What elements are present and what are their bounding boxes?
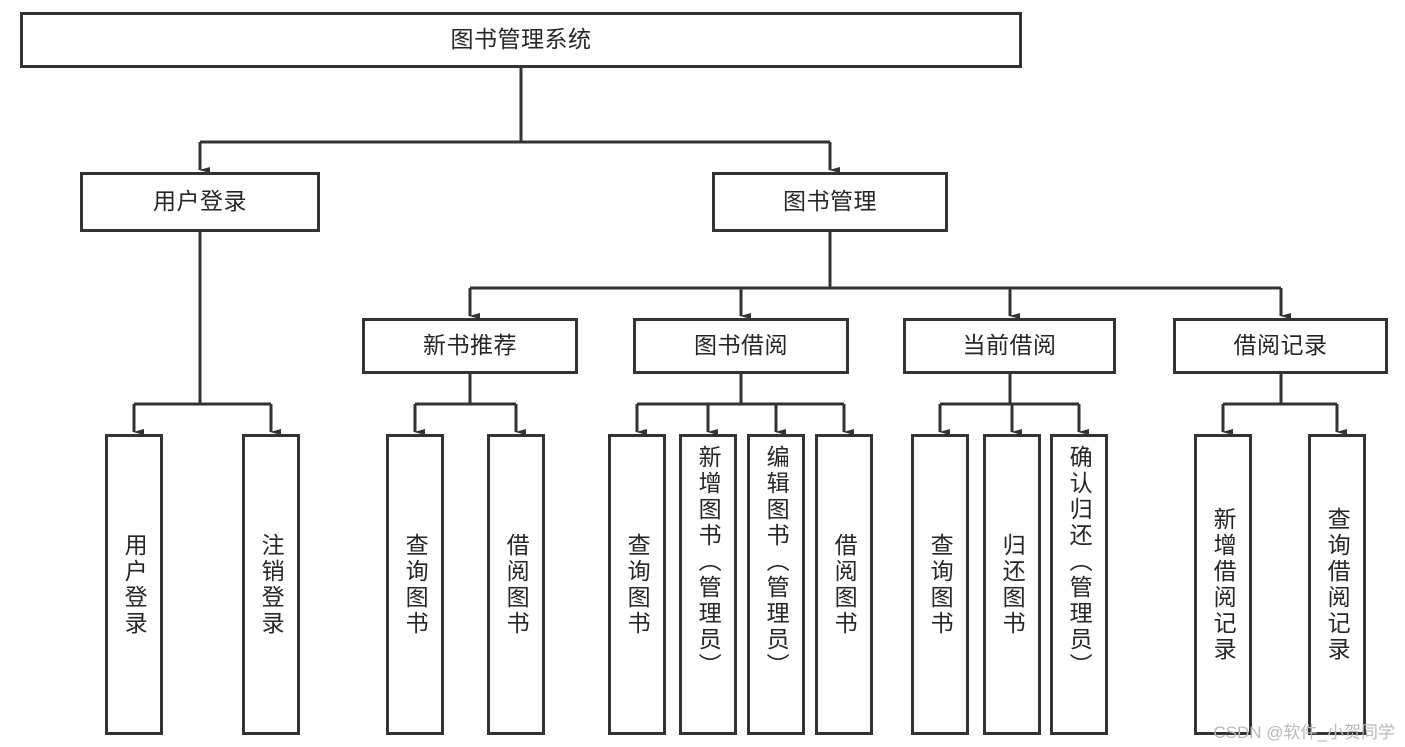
- node-user-login[interactable]: 用户登录: [80, 172, 320, 232]
- node-label: 查询图书: [624, 532, 651, 637]
- node-label: 查询图书: [927, 532, 954, 637]
- watermark: CSDN @软件_小贺同学: [1213, 723, 1395, 742]
- node-book-borrow[interactable]: 图书借阅: [633, 318, 849, 374]
- node-label: 新增借阅记录: [1210, 506, 1237, 663]
- node-label: 借阅图书: [831, 532, 858, 637]
- node-label: 图书管理: [783, 188, 877, 215]
- node-leaf-query-record[interactable]: 查询借阅记录: [1308, 434, 1366, 735]
- node-leaf-borrow-book-2[interactable]: 借阅图书: [815, 434, 873, 735]
- node-book-manage[interactable]: 图书管理: [712, 172, 948, 232]
- node-leaf-query-book-3[interactable]: 查询图书: [911, 434, 969, 735]
- node-label: 确认归还（管理员）: [1066, 445, 1093, 679]
- node-label: 当前借阅: [962, 332, 1057, 359]
- node-label: 用户登录: [153, 188, 247, 215]
- node-leaf-add-book[interactable]: 新增图书（管理员）: [679, 434, 737, 735]
- node-leaf-add-record[interactable]: 新增借阅记录: [1194, 434, 1252, 735]
- node-current-borrow[interactable]: 当前借阅: [903, 318, 1116, 374]
- node-label: 编辑图书（管理员）: [763, 445, 790, 679]
- node-label: 借阅图书: [503, 532, 530, 637]
- node-label: 查询图书: [402, 532, 429, 637]
- node-leaf-confirm-return[interactable]: 确认归还（管理员）: [1050, 434, 1108, 735]
- node-label: 图书管理系统: [450, 26, 592, 53]
- node-label: 归还图书: [999, 532, 1026, 637]
- node-label: 查询借阅记录: [1324, 506, 1351, 663]
- node-label: 注销登录: [258, 532, 285, 637]
- node-label: 新书推荐: [423, 332, 517, 359]
- node-leaf-borrow-book-1[interactable]: 借阅图书: [487, 434, 545, 735]
- node-label: 用户登录: [121, 532, 148, 637]
- node-leaf-edit-book[interactable]: 编辑图书（管理员）: [747, 434, 805, 735]
- node-leaf-user-login[interactable]: 用户登录: [105, 434, 163, 735]
- node-label: 新增图书（管理员）: [695, 445, 722, 679]
- node-label: 图书借阅: [694, 332, 788, 359]
- node-root[interactable]: 图书管理系统: [20, 12, 1022, 68]
- node-leaf-user-logout[interactable]: 注销登录: [242, 434, 300, 735]
- node-label: 借阅记录: [1233, 332, 1328, 359]
- node-borrow-record[interactable]: 借阅记录: [1173, 318, 1388, 374]
- node-leaf-query-book-1[interactable]: 查询图书: [386, 434, 444, 735]
- node-new-book-rec[interactable]: 新书推荐: [362, 318, 578, 374]
- node-leaf-return-book[interactable]: 归还图书: [983, 434, 1041, 735]
- node-leaf-query-book-2[interactable]: 查询图书: [608, 434, 666, 735]
